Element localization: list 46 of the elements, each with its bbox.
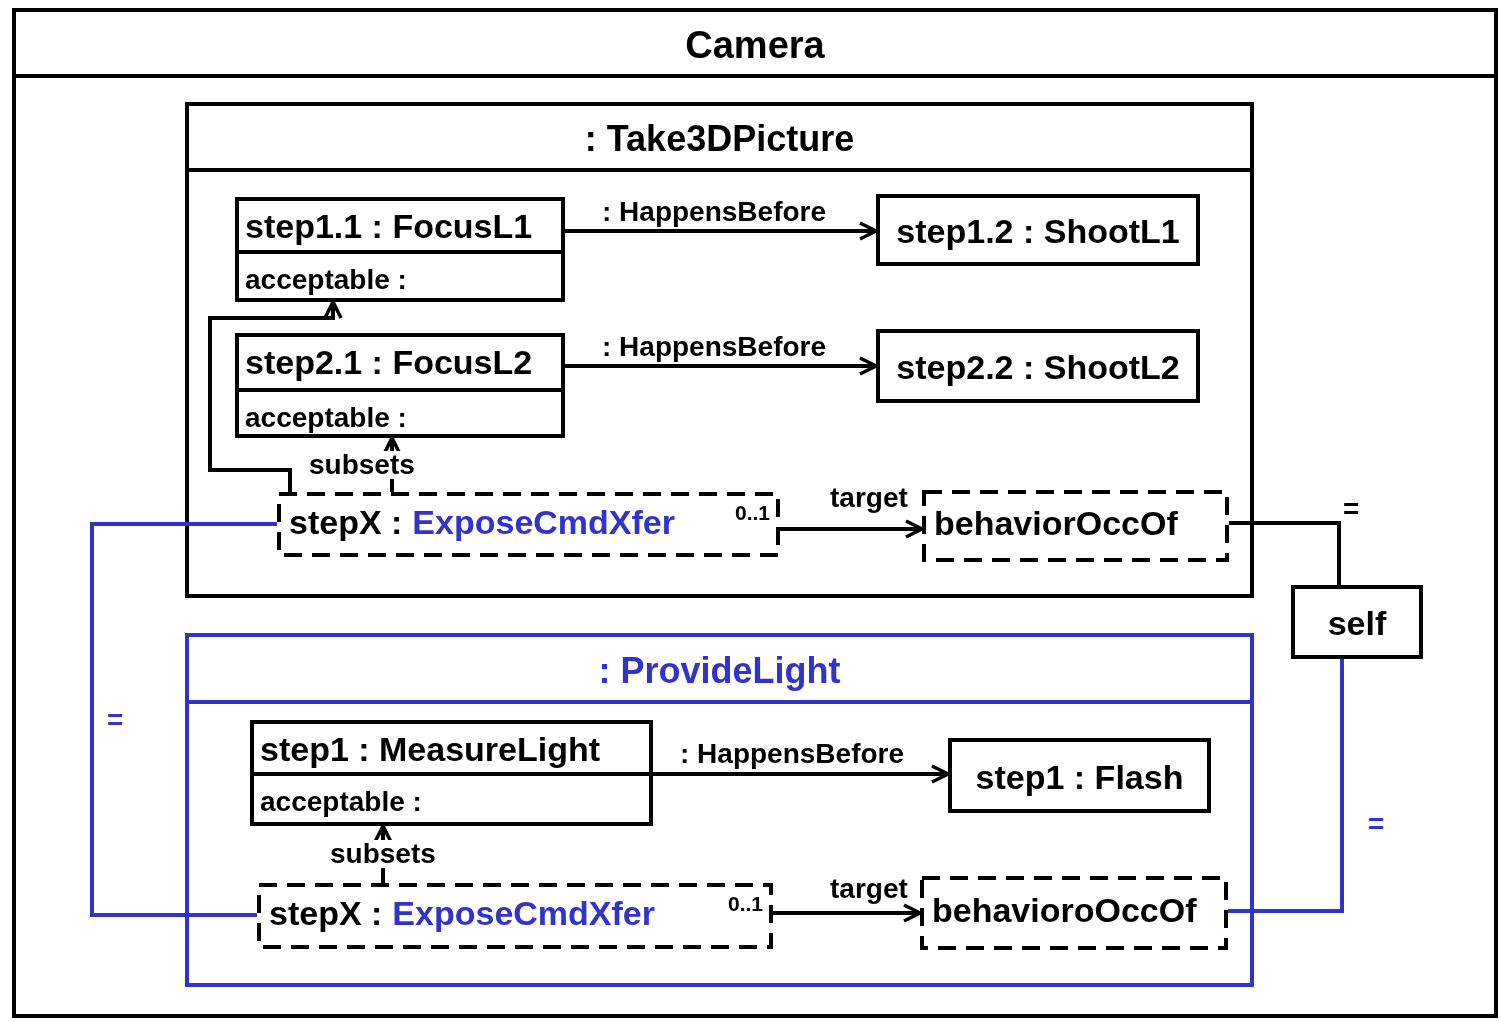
frame-title: : ProvideLight (598, 652, 841, 689)
class-box (235, 197, 565, 302)
arrow (208, 300, 343, 492)
property-box (922, 490, 1229, 562)
arrow (653, 764, 950, 784)
instance-name: step1.2 : ShootL1 (896, 212, 1180, 250)
attribute-text: acceptable : (245, 404, 407, 432)
arrow (780, 519, 924, 539)
frame-title: : Take3DPicture (584, 121, 855, 157)
instance-name: step1 : MeasureLight (260, 732, 601, 766)
instance-box (948, 738, 1211, 813)
type-name: ExposeCmdXfer (412, 502, 675, 541)
instance-box (876, 194, 1200, 266)
connector-line (1229, 521, 1341, 585)
connector-line (90, 522, 277, 917)
attribute-text: acceptable : (245, 266, 407, 294)
edge-label: subsets (330, 840, 436, 868)
connector-line (1228, 659, 1344, 913)
instance-name: stepX : (289, 502, 403, 541)
instance-name: step1 : Flash (975, 757, 1184, 796)
multiplicity-label: 0..1 (734, 502, 770, 523)
property-box (257, 883, 773, 949)
instance-name: step2.1 : FocusL2 (245, 345, 533, 379)
arrow (565, 221, 878, 241)
type-name: ExposeCmdXfer (392, 894, 655, 932)
edge-label: : HappensBefore (602, 198, 827, 226)
class-box (235, 333, 565, 438)
edge-label: subsets (309, 451, 415, 479)
instance-name: self (1327, 604, 1387, 642)
instance-name: behavioroOccOf (932, 891, 1197, 929)
instance-name: step1.1 : FocusL1 (245, 209, 533, 243)
arrow (565, 356, 878, 376)
instance-name: behaviorOccOf (934, 504, 1178, 542)
edge-label: : HappensBefore (602, 333, 827, 361)
instance-name: step2.2 : ShootL2 (896, 348, 1180, 386)
instance-box (876, 329, 1200, 403)
property-box (920, 876, 1228, 950)
edge-label: : HappensBefore (680, 740, 905, 768)
arrow (773, 903, 922, 923)
property-box (277, 492, 780, 557)
instance-name: stepX : (269, 894, 383, 932)
class-box (250, 720, 653, 826)
frame-title: Camera (685, 26, 825, 64)
multiplicity-label: 0..1 (727, 893, 763, 914)
instance-box (1291, 585, 1423, 659)
attribute-text: acceptable : (260, 788, 422, 816)
